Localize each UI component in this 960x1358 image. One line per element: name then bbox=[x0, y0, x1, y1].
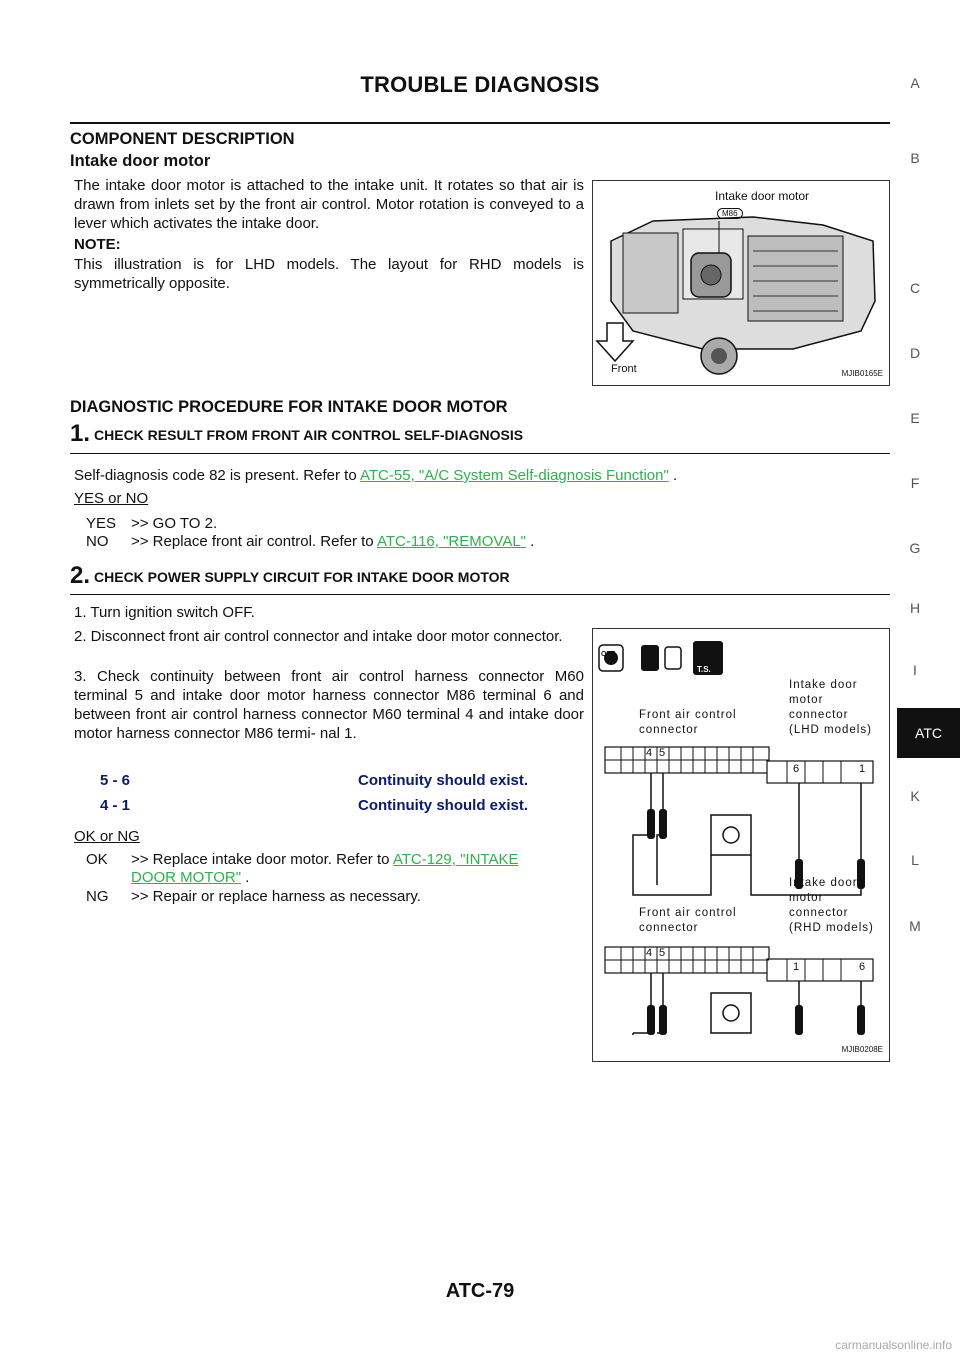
ok-link-cont[interactable]: DOOR MOTOR" bbox=[131, 869, 242, 886]
step1-heading: 1.CHECK RESULT FROM FRONT AIR CONTROL SE… bbox=[70, 420, 523, 448]
rhd-motor-label-1: Intake door bbox=[789, 877, 858, 889]
rhd-pin-4: 4 bbox=[646, 947, 653, 959]
lhd-motor-label-1: Intake door bbox=[789, 679, 858, 691]
lhd-pin-4: 4 bbox=[646, 747, 653, 759]
lhd-motor-label-3: connector bbox=[789, 709, 849, 721]
step2-title: CHECK POWER SUPPLY CIRCUIT FOR INTAKE DO… bbox=[94, 569, 510, 585]
step1-sentence-end: . bbox=[668, 467, 678, 484]
ng-key: NG bbox=[86, 888, 109, 905]
side-index-l[interactable]: L bbox=[911, 852, 919, 868]
step1-link[interactable]: ATC-55, "A/C System Self-diagnosis Funct… bbox=[360, 467, 669, 484]
step2-rule bbox=[70, 594, 890, 595]
spec-pins-2: 4 - 1 bbox=[100, 797, 131, 814]
step2-item-3: 3. Check continuity between front air co… bbox=[74, 668, 584, 742]
ok-link[interactable]: ATC-129, "INTAKE bbox=[392, 851, 519, 868]
note-label: NOTE: bbox=[74, 236, 121, 253]
page-title: TROUBLE DIAGNOSIS bbox=[360, 72, 600, 97]
lhd-front-label-1: Front air control bbox=[639, 709, 737, 721]
no-key: NO bbox=[86, 533, 109, 550]
connector-badge: M86 bbox=[717, 208, 743, 219]
step1-title: CHECK RESULT FROM FRONT AIR CONTROL SELF… bbox=[94, 427, 524, 443]
lhd-front-label-2: connector bbox=[639, 724, 699, 736]
side-index-h[interactable]: H bbox=[909, 600, 921, 616]
step1-number: 1. bbox=[70, 420, 91, 447]
watermark: carmanualsonline.info bbox=[835, 1338, 952, 1352]
step2-ng: NG >> Repair or replace harness as necess… bbox=[86, 887, 421, 906]
yes-key: YES bbox=[86, 515, 117, 532]
ok-key: OK bbox=[86, 851, 108, 868]
procedure-heading: DIAGNOSTIC PROCEDURE FOR INTAKE DOOR MOT… bbox=[70, 398, 508, 416]
rhd-motor-label-2: motor bbox=[789, 892, 824, 904]
page-number: ATC-79 bbox=[445, 1280, 515, 1302]
intake-unit-illustration bbox=[595, 216, 876, 375]
rhd-pin-6: 6 bbox=[859, 961, 866, 973]
side-index-c[interactable]: C bbox=[909, 280, 921, 296]
spec-pins-1: 5 - 6 bbox=[100, 772, 131, 789]
ng-action: >> Repair or replace harness as necessar… bbox=[131, 888, 421, 905]
component-heading: COMPONENT DESCRIPTION bbox=[70, 130, 295, 148]
rhd-pin-5: 5 bbox=[659, 947, 666, 959]
ohmmeter-icon-rhd bbox=[722, 1004, 740, 1022]
rhd-motor-label-4: (RHD models) bbox=[789, 922, 874, 934]
lhd-pin-1: 1 bbox=[859, 763, 866, 775]
side-index-atc[interactable]: ATC bbox=[897, 708, 960, 758]
ignition-off-icon bbox=[598, 644, 624, 672]
ok-action: >> Replace intake door motor. Refer to bbox=[131, 851, 393, 868]
side-index-g[interactable]: G bbox=[909, 540, 921, 556]
lhd-pin-5: 5 bbox=[659, 747, 666, 759]
step1-no: NO >> Replace front air control. Refer to… bbox=[86, 532, 534, 551]
rhd-motor-label-3: connector bbox=[789, 907, 849, 919]
figure2-code: MJIB0208E bbox=[841, 1045, 883, 1054]
step2-question: OK or NG bbox=[74, 828, 140, 845]
continuity-diagram-figure: OFF T.S. Front air control connector Int… bbox=[592, 628, 890, 1062]
figure1-label: Intake door motor bbox=[715, 189, 810, 203]
side-index-b[interactable]: B bbox=[910, 150, 920, 166]
lhd-pin-6: 6 bbox=[793, 763, 800, 775]
side-index-e[interactable]: E bbox=[910, 410, 920, 426]
off-icon-label: OFF bbox=[601, 651, 615, 658]
lhd-motor-label-4: (LHD models) bbox=[789, 724, 872, 736]
wiring-diagram bbox=[598, 641, 874, 1035]
step1-rule bbox=[70, 453, 890, 454]
step1-text: Self-diagnosis code 82 is present. Refer… bbox=[74, 466, 794, 485]
ok-end: . bbox=[241, 869, 250, 886]
ts-icon-label: T.S. bbox=[697, 665, 711, 674]
note-text: This illustration is for LHD models. The… bbox=[74, 256, 584, 292]
rhd-front-label-1: Front air control bbox=[639, 907, 737, 919]
side-index-i[interactable]: I bbox=[913, 662, 917, 678]
yes-action: >> GO TO 2. bbox=[131, 515, 218, 532]
side-index-a[interactable]: A bbox=[910, 75, 920, 91]
step2-ok-cont: DOOR MOTOR" . bbox=[131, 868, 249, 887]
no-action: >> Replace front air control. Refer to bbox=[131, 533, 377, 550]
step2-number: 2. bbox=[70, 562, 91, 589]
test-tool-icon bbox=[693, 641, 723, 675]
intake-door-motor-figure: Intake door motor M86 Front MJIB0165E bbox=[592, 180, 890, 386]
lhd-motor-label-2: motor bbox=[789, 694, 824, 706]
header-rule bbox=[70, 122, 890, 124]
side-index-f[interactable]: F bbox=[910, 475, 920, 491]
no-link[interactable]: ATC-116, "REMOVAL" bbox=[376, 533, 526, 550]
component-subheading: Intake door motor bbox=[70, 152, 211, 170]
no-end: . bbox=[526, 533, 535, 550]
component-paragraph: The intake door motor is attached to the… bbox=[74, 177, 584, 232]
connector-disconnect-icon bbox=[641, 645, 682, 671]
side-index-k[interactable]: K bbox=[910, 788, 920, 804]
step2-ok: OK >> Replace intake door motor. Refer to… bbox=[86, 850, 586, 869]
step1-yes: YES >> GO TO 2. bbox=[86, 514, 217, 533]
figure1-front-label: Front bbox=[611, 363, 637, 375]
step1-question: YES or NO bbox=[74, 490, 149, 507]
spec-result-1: Continuity should exist. bbox=[358, 772, 529, 789]
ohmmeter-icon-lhd bbox=[722, 826, 740, 844]
rhd-front-label-2: connector bbox=[639, 922, 699, 934]
step2-item-2: 2. Disconnect front air control connecto… bbox=[74, 628, 563, 645]
step1-sentence: Self-diagnosis code 82 is present. Refer… bbox=[74, 467, 360, 484]
rhd-pin-1: 1 bbox=[793, 961, 800, 973]
side-index-d[interactable]: D bbox=[909, 345, 921, 361]
side-index-m[interactable]: M bbox=[909, 918, 921, 934]
step2-heading: 2.CHECK POWER SUPPLY CIRCUIT FOR INTAKE … bbox=[70, 562, 510, 590]
figure1-code: MJIB0165E bbox=[841, 369, 883, 378]
spec-result-2: Continuity should exist. bbox=[358, 797, 529, 814]
step2-item-1: 1. Turn ignition switch OFF. bbox=[74, 604, 255, 621]
